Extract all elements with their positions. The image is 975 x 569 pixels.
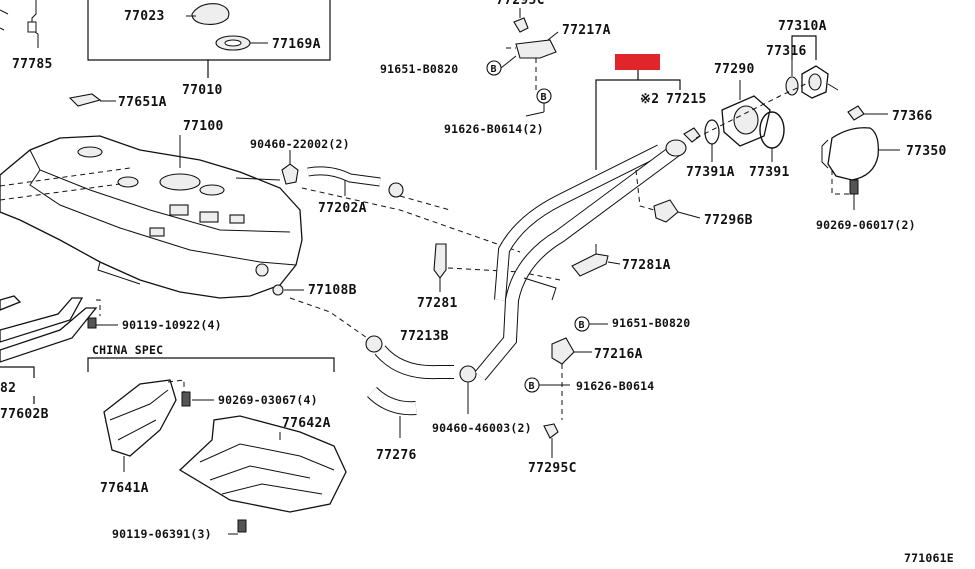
part-77391-ring [759, 111, 785, 162]
label-77023: 77023 [124, 9, 165, 24]
label-77213b: 77213B [400, 329, 449, 344]
label-77202a: 77202A [318, 201, 367, 216]
part-77641a-guard [103, 379, 185, 472]
part-90119-10922-bolt [87, 317, 118, 329]
part-77202a-hose [307, 166, 381, 196]
part-hose-clamp-mid [388, 182, 404, 198]
label-77641a: 77641A [100, 481, 149, 496]
label-77276: 77276 [376, 448, 417, 463]
label-77350: 77350 [906, 144, 947, 159]
label-77651a: 77651A [118, 95, 167, 110]
label-82: 82 [0, 381, 16, 396]
label-77290: 77290 [714, 62, 755, 77]
part-90460-46003-clamp [459, 365, 477, 414]
svg-text:B: B [579, 320, 585, 331]
part-fuel-inlet-pipe [474, 139, 687, 381]
label-77100: 77100 [183, 119, 224, 134]
part-77651a-pad [68, 93, 116, 107]
part-90269-03067-bolt [181, 391, 214, 407]
svg-text:B: B [491, 64, 497, 75]
label-90269-06017: 90269-06017(2) [816, 218, 916, 232]
label-77281a: 77281A [622, 258, 671, 273]
svg-text:B: B [541, 92, 547, 103]
label-90119-06391: 90119-06391(3) [112, 527, 212, 541]
label-91626-b0614-2: 91626-B0614(2) [444, 122, 544, 136]
label-90119-10922: 90119-10922(4) [122, 318, 222, 332]
label-90460-22002: 90460-22002(2) [250, 137, 350, 151]
highlight-bar [615, 54, 660, 70]
part-77295c-clip-top [513, 8, 529, 33]
label-90460-46003: 90460-46003(2) [432, 421, 532, 435]
part-77281a-clamp [571, 244, 621, 277]
part-77100-fuel-tank [0, 135, 303, 299]
ref-b-top: B [486, 55, 517, 76]
part-77391a-gasket [704, 119, 720, 162]
assembly-box-77010 [87, 0, 331, 78]
figure-code: 771061E [904, 551, 954, 565]
part-77316-gasket [785, 60, 799, 96]
part-77785-wire [0, 0, 39, 48]
china-spec-label: CHINA SPEC [92, 343, 163, 357]
label-77391: 77391 [749, 165, 790, 180]
label-77296b: 77296B [704, 213, 753, 228]
label-91626-b0614: 91626-B0614 [576, 379, 654, 393]
part-77108b-grommet [272, 284, 304, 296]
part-77350-fuel-lid [821, 127, 900, 195]
note-mark: ※2 [640, 92, 659, 107]
part-77366-spring [847, 105, 888, 121]
label-77295c-bottom: 77295C [528, 461, 577, 476]
china-spec-group: CHINA SPEC [87, 343, 335, 372]
label-90269-03067: 90269-03067(4) [218, 393, 318, 407]
part-90269-06017-bolt [849, 179, 859, 210]
label-77169a: 77169A [272, 37, 321, 52]
part-77290-filler-housing [721, 80, 771, 147]
label-77010: 77010 [182, 83, 223, 98]
label-77310a: 77310A [778, 19, 827, 34]
label-77602b: 77602B [0, 407, 49, 422]
svg-text:B: B [529, 381, 535, 392]
part-77023-gasket [186, 3, 230, 25]
label-77785: 77785 [12, 57, 53, 72]
part-77213b-hose [365, 335, 454, 380]
part-77295c-clip-bottom [543, 423, 559, 458]
label-77295c-top: 77295C [496, 0, 545, 8]
label-77215: 77215 [666, 92, 707, 107]
label-77216a: 77216A [594, 347, 643, 362]
part-77216a-bracket [551, 337, 592, 420]
label-77316: 77316 [766, 44, 807, 59]
ref-b-right: B [574, 316, 608, 332]
label-77642a: 77642A [282, 416, 331, 431]
label-77281: 77281 [417, 296, 458, 311]
part-77296b-bracket [635, 169, 701, 223]
label-91651-b0820-mid: 91651-B0820 [612, 316, 690, 330]
part-77215-insert [683, 127, 701, 143]
label-77217a: 77217A [562, 23, 611, 38]
label-77366: 77366 [892, 109, 933, 124]
label-91651-b0820-top: 91651-B0820 [380, 62, 458, 76]
part-77276-hose [367, 386, 417, 438]
part-tank-straps [0, 295, 101, 363]
part-77217a-bracket [506, 31, 559, 90]
ref-b-mid: B [525, 88, 552, 117]
part-90460-22002-clamp [281, 150, 299, 185]
label-77108b: 77108B [308, 283, 357, 298]
label-77391a: 77391A [686, 165, 735, 180]
ref-b-low: B [524, 377, 570, 393]
part-90119-06391-bolt [228, 519, 247, 535]
part-77642a-protector [178, 415, 347, 513]
part-77281-bracket [433, 243, 447, 292]
part-77169a-ring [215, 35, 268, 51]
part-labels: 77295C 77217A 77310A 77023 77169A 77785 … [0, 0, 954, 565]
